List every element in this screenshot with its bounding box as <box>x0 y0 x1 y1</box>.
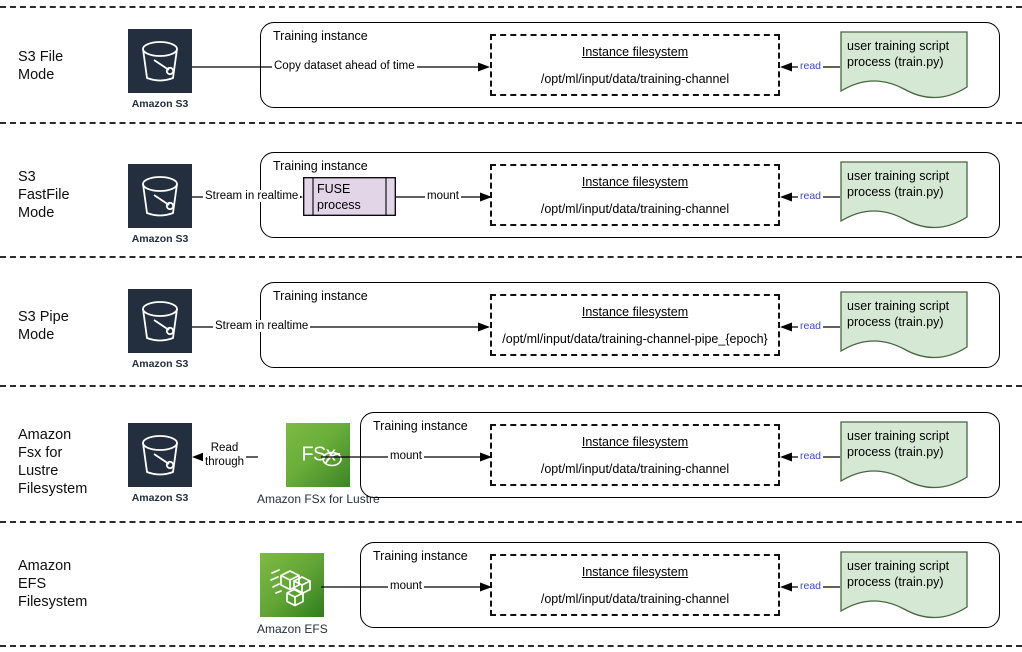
amazon-s3-icon-caption: Amazon S3 <box>131 358 189 370</box>
amazon-s3-icon <box>128 423 192 487</box>
user-training-script-text: user training script process (train.py) <box>847 299 950 329</box>
instance-filesystem-path: /opt/ml/input/data/training-channel <box>540 592 730 606</box>
row-divider-1 <box>0 122 1022 124</box>
training-instance-title: Training instance <box>373 419 468 433</box>
amazon-s3-icon-group-row1: Amazon S3 <box>128 29 192 110</box>
row-divider-bottom <box>0 645 1022 647</box>
amazon-efs-icon-group: Amazon EFS <box>257 553 328 636</box>
instance-filesystem-title: Instance filesystem <box>581 305 689 319</box>
edge-label-read-through-row4: Read through <box>203 441 247 469</box>
row-label-s3-pipe-mode: S3 Pipe Mode <box>18 309 69 343</box>
instance-filesystem-path: /opt/ml/input/data/training-channel <box>540 462 730 476</box>
amazon-s3-icon-caption: Amazon S3 <box>131 233 189 245</box>
instance-filesystem-box-row1: Instance filesystem /opt/ml/input/data/t… <box>490 34 780 96</box>
amazon-s3-icon-group-row2: Amazon S3 <box>128 164 192 245</box>
edge-label-read-row5: read <box>798 580 824 592</box>
edge-label-mount-row5: mount <box>388 580 424 592</box>
amazon-s3-icon-caption: Amazon S3 <box>131 98 189 110</box>
user-training-script-text: user training script process (train.py) <box>847 39 950 69</box>
edge-label-read-row4: read <box>798 450 824 462</box>
instance-filesystem-box-row3: Instance filesystem /opt/ml/input/data/t… <box>490 294 780 356</box>
training-instance-box-row4: Training instance <box>360 412 1000 498</box>
instance-filesystem-box-row5: Instance filesystem /opt/ml/input/data/t… <box>490 554 780 616</box>
instance-filesystem-title: Instance filesystem <box>581 565 689 579</box>
instance-filesystem-path: /opt/ml/input/data/training-channel <box>540 72 730 86</box>
edge-label-mount-row4: mount <box>388 450 424 462</box>
user-training-script-text: user training script process (train.py) <box>847 559 950 589</box>
training-instance-title: Training instance <box>273 289 368 303</box>
edge-label-mount-row2: mount <box>425 190 461 202</box>
amazon-s3-icon <box>128 164 192 228</box>
edge-label-read-row2: read <box>798 190 824 202</box>
row-label-s3-fastfile-mode: S3 FastFile Mode <box>18 169 70 221</box>
amazon-efs-icon-caption: Amazon EFS <box>257 622 328 636</box>
instance-filesystem-box-row2: Instance filesystem /opt/ml/input/data/t… <box>490 164 780 226</box>
amazon-s3-icon-caption: Amazon S3 <box>131 492 189 504</box>
training-instance-title: Training instance <box>273 29 368 43</box>
instance-filesystem-title: Instance filesystem <box>581 175 689 189</box>
row-divider-3 <box>0 385 1022 387</box>
user-training-script-doc-row2: user training script process (train.py) <box>840 161 968 231</box>
row-divider-4 <box>0 521 1022 523</box>
amazon-s3-icon <box>128 289 192 353</box>
edge-label-stream-realtime-row2: Stream in realtime <box>203 190 301 202</box>
training-instance-box-row1: Training instance <box>260 22 1000 108</box>
instance-filesystem-path: /opt/ml/input/data/training-channel-pipe… <box>502 332 768 346</box>
user-training-script-text: user training script process (train.py) <box>847 169 950 199</box>
user-training-script-text: user training script process (train.py) <box>847 429 950 459</box>
amazon-fsx-for-lustre-caption: Amazon FSx for Lustre <box>257 492 380 506</box>
instance-filesystem-title: Instance filesystem <box>581 435 689 449</box>
user-training-script-doc-row1: user training script process (train.py) <box>840 31 968 101</box>
edge-label-read-row1: read <box>798 60 824 72</box>
edge-label-stream-realtime-row3: Stream in realtime <box>213 320 311 332</box>
edge-label-copy-dataset-row1: Copy dataset ahead of time <box>272 60 417 72</box>
user-training-script-doc-row5: user training script process (train.py) <box>840 551 968 621</box>
user-training-script-doc-row4: user training script process (train.py) <box>840 421 968 491</box>
amazon-efs-icon <box>260 553 325 617</box>
instance-filesystem-box-row4: Instance filesystem /opt/ml/input/data/t… <box>490 424 780 486</box>
row-label-amazon-fsx-lustre: Amazon Fsx for Lustre Filesystem <box>18 427 88 497</box>
training-instance-title: Training instance <box>373 549 468 563</box>
training-instance-title: Training instance <box>273 159 368 173</box>
training-instance-box-row5: Training instance <box>360 542 1000 628</box>
amazon-s3-icon-group-row3: Amazon S3 <box>128 289 192 370</box>
amazon-fsx-for-lustre-icon: FSx <box>286 423 351 487</box>
row-divider-2 <box>0 256 1022 258</box>
instance-filesystem-path: /opt/ml/input/data/training-channel <box>540 202 730 216</box>
amazon-s3-icon-group-row4: Amazon S3 <box>128 423 192 504</box>
fuse-process-shape-row2: FUSE process <box>303 177 396 216</box>
instance-filesystem-title: Instance filesystem <box>581 45 689 59</box>
user-training-script-doc-row3: user training script process (train.py) <box>840 291 968 361</box>
fuse-process-label: FUSE process <box>317 182 361 212</box>
row-label-amazon-efs: Amazon EFS Filesystem <box>18 558 88 610</box>
row-label-s3-file-mode: S3 File Mode <box>18 49 64 83</box>
edge-label-read-row3: read <box>798 320 824 332</box>
amazon-fsx-for-lustre-icon-group: FSx Amazon FSx for Lustre <box>257 423 380 506</box>
amazon-s3-icon <box>128 29 192 93</box>
row-divider-top <box>0 6 1022 8</box>
